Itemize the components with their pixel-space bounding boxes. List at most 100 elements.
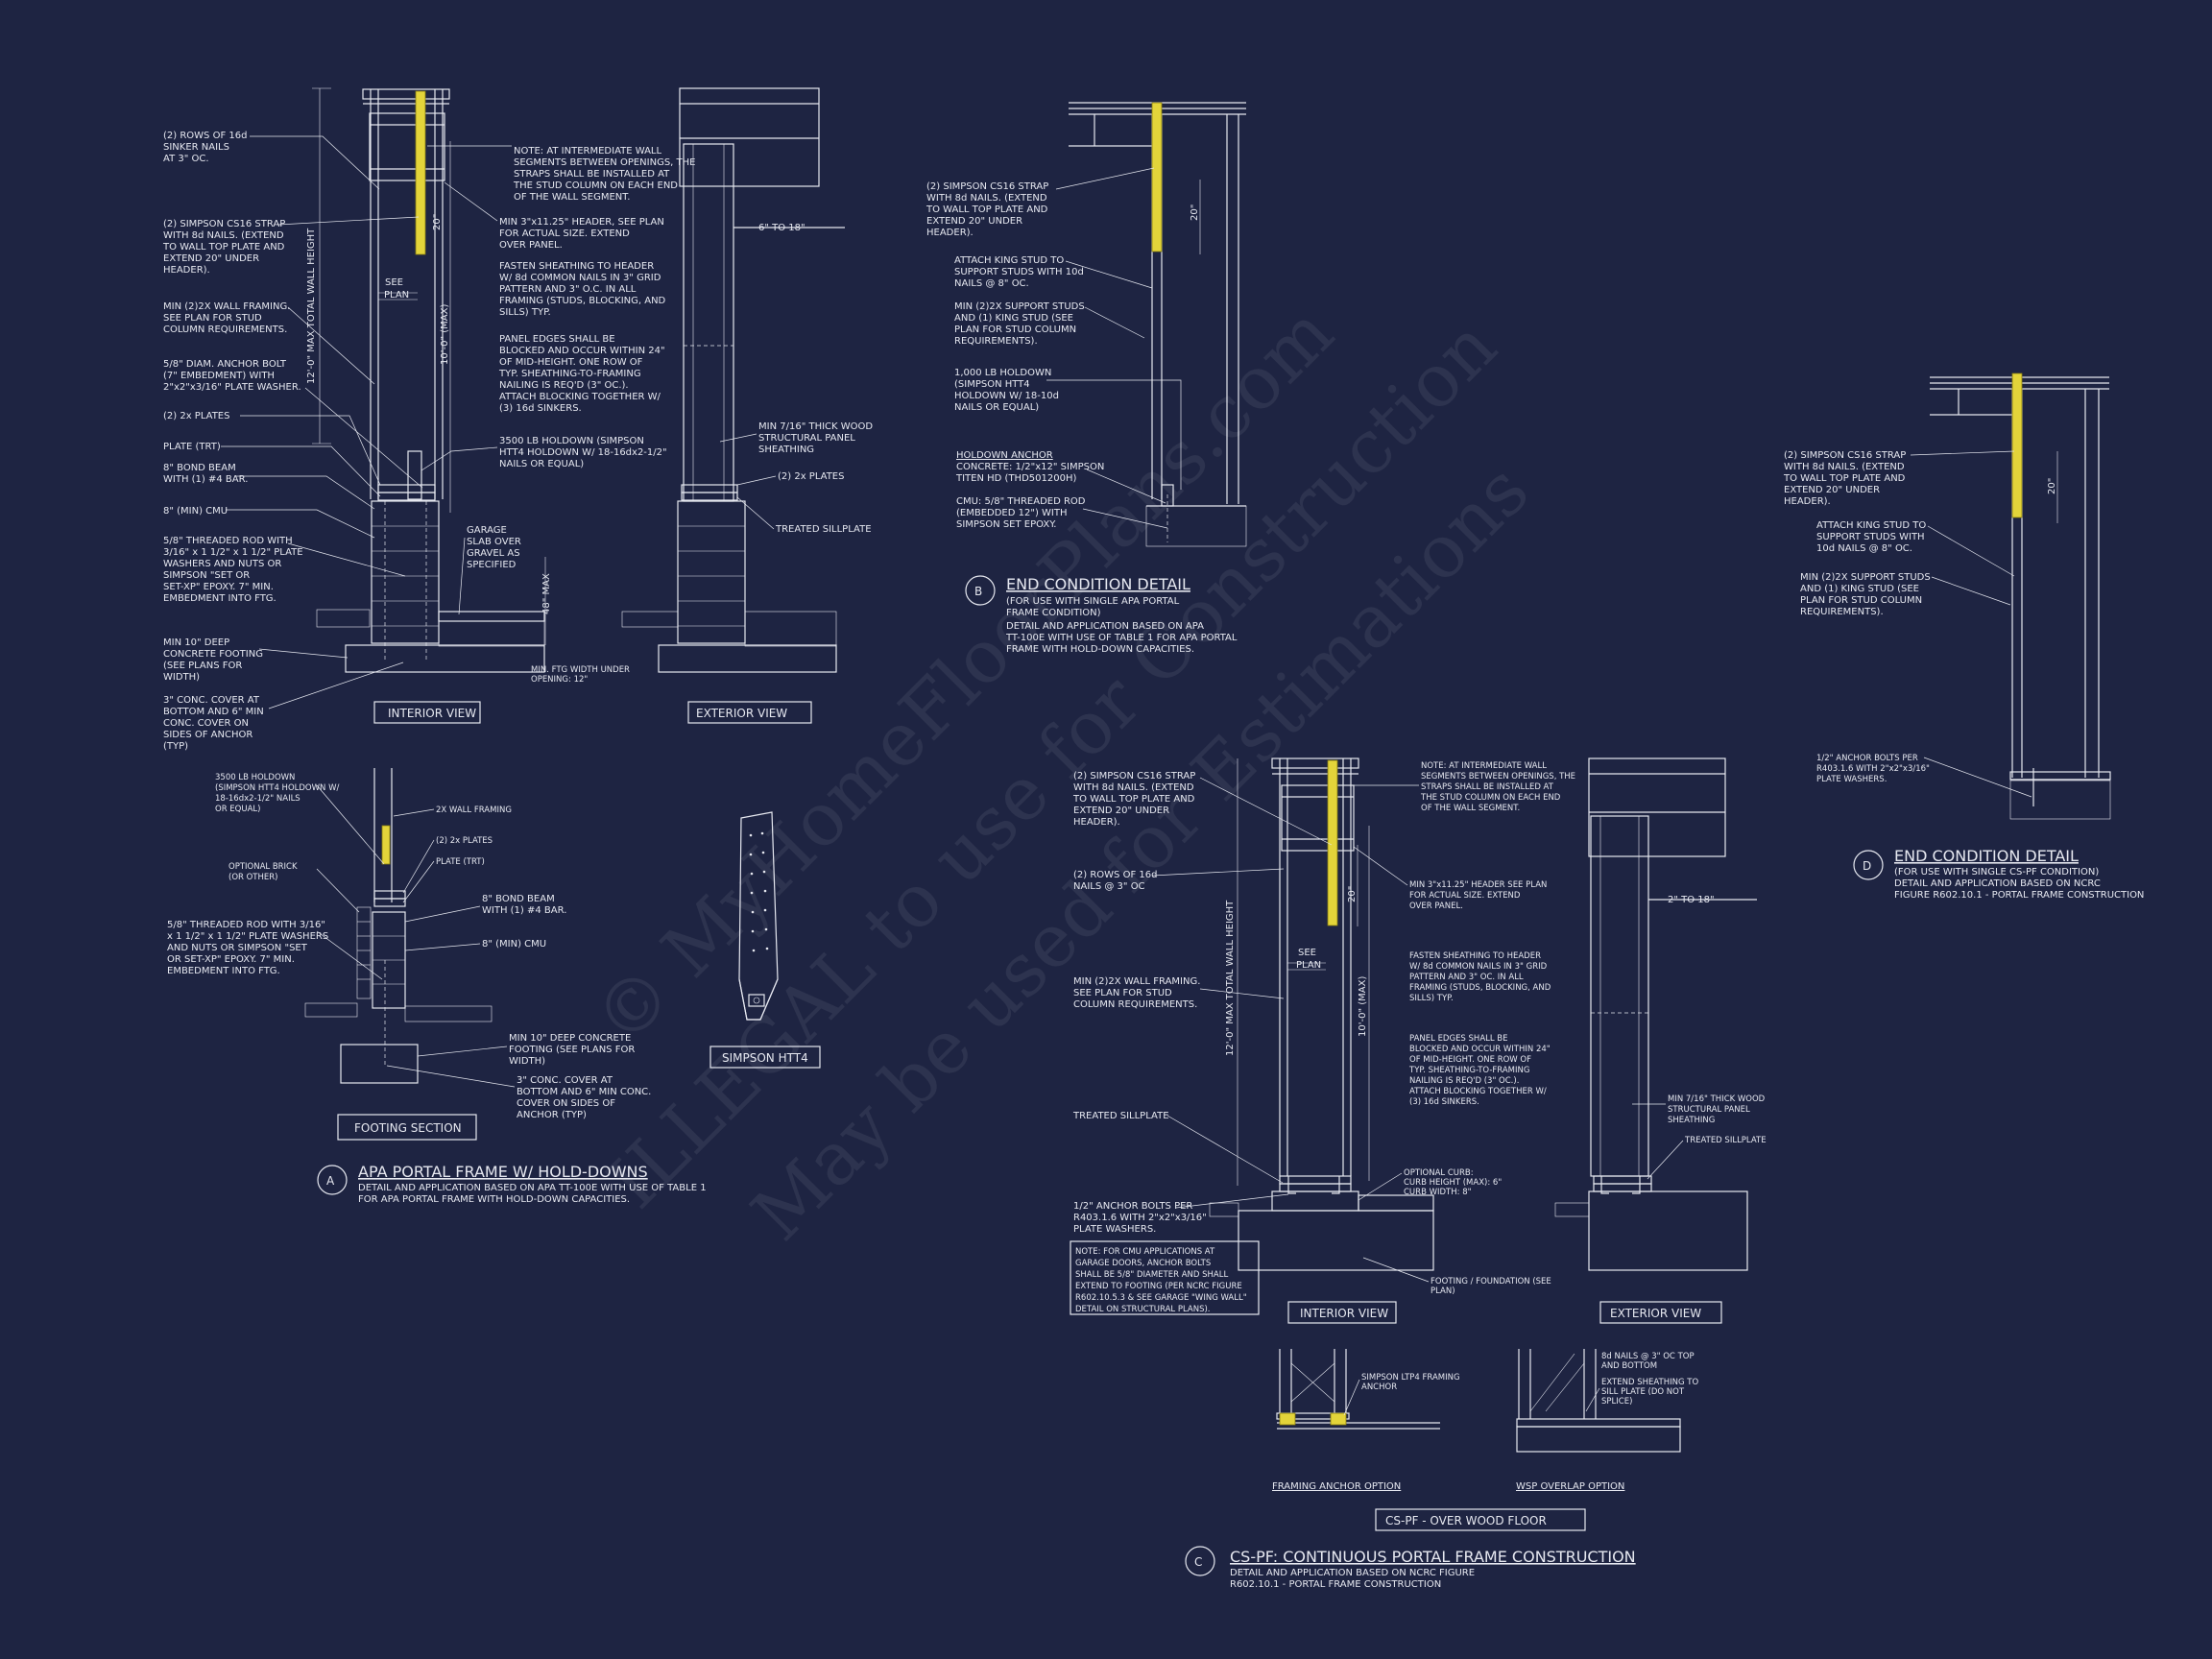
detail-c-exterior-view: 2" TO 18" EXTERIOR VIEW xyxy=(1554,757,1757,1324)
note-line: WITH 8d NAILS. (EXTEND xyxy=(163,230,284,241)
note-line: 1/2" ANCHOR BOLTS PER xyxy=(1073,1201,1192,1212)
detail-b-notes: (2) SIMPSON CS16 STRAP WITH 8d NAILS. (E… xyxy=(926,167,1182,530)
note-line: WITH 8d NAILS. (EXTEND xyxy=(1073,782,1194,793)
note-line: (7" EMBEDMENT) WITH xyxy=(163,371,275,381)
note-ltp4-anchor: SIMPSON LTP4 FRAMING ANCHOR xyxy=(1343,1373,1460,1416)
detail-a-exterior-notes: MIN 7/16" THICK WOOD STRUCTURAL PANEL SH… xyxy=(719,421,873,535)
note-line: R602.10.5.3 & SEE GARAGE "WING WALL" xyxy=(1075,1293,1247,1303)
note-line: (2) SIMPSON CS16 STRAP xyxy=(163,219,285,229)
note-line: (2) SIMPSON CS16 STRAP xyxy=(926,181,1048,192)
detail-a-dim-total: 12'-0" MAX TOTAL WALL HEIGHT xyxy=(306,228,317,384)
note-line: 8" (MIN) CMU xyxy=(482,939,546,950)
note-line: (SEE PLANS FOR xyxy=(163,661,242,671)
note-b-support-studs: MIN (2)2X SUPPORT STUDS AND (1) KING STU… xyxy=(954,301,1145,347)
note-b-king-stud: ATTACH KING STUD TO SUPPORT STUDS WITH 1… xyxy=(954,255,1153,289)
note-line: EMBEDMENT INTO FTG. xyxy=(163,593,276,604)
note-fs-threaded-rod: 5/8" THREADED ROD WITH 3/16" x 1 1/2" x … xyxy=(167,920,383,980)
note-line: ATTACH BLOCKING TOGETHER W/ xyxy=(1409,1087,1547,1096)
detail-b-title-block: B END CONDITION DETAIL (FOR USE WITH SIN… xyxy=(965,575,1238,655)
note-line: SPLICE) xyxy=(1601,1397,1632,1407)
detail-c-dim-20in: 20" xyxy=(1347,886,1358,902)
note-line: R403.1.6 WITH 2"x2"x3/16" xyxy=(1073,1213,1207,1223)
note-c-wall-framing: MIN (2)2X WALL FRAMING. SEE PLAN FOR STU… xyxy=(1073,976,1285,1010)
note-fs-2x-plates: (2) 2x PLATES xyxy=(402,836,493,894)
note-line: SIDES OF ANCHOR xyxy=(163,730,252,740)
detail-d-dim-20in: 20" xyxy=(2047,478,2057,494)
note-c-wood-sheathing: MIN 7/16" THICK WOOD STRUCTURAL PANEL SH… xyxy=(1632,1094,1766,1125)
note-line: TO WALL TOP PLATE AND xyxy=(1783,473,1906,484)
note-line: SILL PLATE (DO NOT xyxy=(1601,1387,1685,1397)
note-line: BOTTOM AND 6" MIN CONC. xyxy=(517,1087,651,1097)
note-line: NOTE: FOR CMU APPLICATIONS AT xyxy=(1075,1247,1215,1257)
note-line: 3" CONC. COVER AT xyxy=(517,1075,613,1086)
note-fs-2x-wall-framing: 2X WALL FRAMING xyxy=(393,805,512,817)
note-line: GARAGE xyxy=(467,525,507,536)
note-line: WASHERS AND NUTS OR xyxy=(163,559,281,569)
note-line: STRUCTURAL PANEL xyxy=(758,433,855,444)
note-line: AT 3" OC. xyxy=(163,154,209,164)
note-line: CONC. COVER ON xyxy=(163,718,249,729)
note-line: 1/2" ANCHOR BOLTS PER xyxy=(1816,754,1918,763)
note-line: ATTACH BLOCKING TOGETHER W/ xyxy=(499,392,661,402)
note-panel-edges: PANEL EDGES SHALL BE BLOCKED AND OCCUR W… xyxy=(498,334,665,414)
note-line: GARAGE DOORS, ANCHOR BOLTS xyxy=(1075,1259,1211,1268)
note-8d-nails: 8d NAILS @ 3" OC TOP AND BOTTOM xyxy=(1601,1352,1695,1371)
note-line: HEADER). xyxy=(163,265,210,276)
note-line: THE STUD COLUMN ON EACH END xyxy=(1420,793,1561,803)
note-line: x 1 1/2" x 1 1/2" PLATE WASHERS xyxy=(167,931,328,942)
note-c-intermediate-wall: NOTE: AT INTERMEDIATE WALL SEGMENTS BETW… xyxy=(1339,761,1575,813)
note-line: PLATE WASHERS. xyxy=(1816,775,1887,784)
detail-c-dim-10ft: 10'-0" (MAX) xyxy=(1358,976,1368,1037)
note-footing: MIN 10" DEEP CONCRETE FOOTING (SEE PLANS… xyxy=(163,637,349,683)
detail-c-cmu-note: NOTE: FOR CMU APPLICATIONS AT GARAGE DOO… xyxy=(1070,1240,1260,1315)
note-line: 5/8" THREADED ROD WITH 3/16" xyxy=(167,920,325,930)
note-line: MIN 10" DEEP CONCRETE xyxy=(509,1033,631,1044)
note-extend-sheathing: EXTEND SHEATHING TO SILL PLATE (DO NOT S… xyxy=(1585,1378,1698,1412)
note-line: ANCHOR (TYP) xyxy=(517,1110,587,1120)
note-line: TITEN HD (THD501200H) xyxy=(955,473,1076,484)
note-line: MIN 10" DEEP xyxy=(163,637,229,648)
note-line: EXTEND TO FOOTING (PER NCRC FIGURE xyxy=(1075,1282,1242,1291)
note-line: NOTE: AT INTERMEDIATE WALL xyxy=(1421,761,1547,771)
detail-c-interior-view-label: INTERIOR VIEW xyxy=(1300,1307,1388,1320)
note-line: HTT4 HOLDOWN W/ 18-16dx2-1/2" xyxy=(499,447,667,458)
note-min-ftg-width: MIN. FTG WIDTH UNDER OPENING: 12" xyxy=(509,665,630,685)
note-line: OPTIONAL BRICK xyxy=(228,862,298,872)
detail-a-dim-48in: 48" MAX xyxy=(541,573,552,614)
note-line: WITH 8d NAILS. (EXTEND xyxy=(1784,462,1905,472)
note-line: STRUCTURAL PANEL xyxy=(1668,1105,1750,1115)
detail-a-desc-1: DETAIL AND APPLICATION BASED ON APA TT-1… xyxy=(358,1183,707,1193)
detail-c-mid-notes: NOTE: AT INTERMEDIATE WALL SEGMENTS BETW… xyxy=(1339,761,1575,1296)
note-line: (2) SIMPSON CS16 STRAP xyxy=(1073,771,1195,781)
framing-anchor-option-label: FRAMING ANCHOR OPTION xyxy=(1272,1481,1401,1492)
note-line: CMU: 5/8" THREADED ROD xyxy=(956,496,1086,507)
note-c-fasten-sheathing: FASTEN SHEATHING TO HEADER W/ 8d COMMON … xyxy=(1409,951,1551,1003)
note-c-cs16-strap: (2) SIMPSON CS16 STRAP WITH 8d NAILS. (E… xyxy=(1072,771,1333,846)
note-line: FRAMING (STUDS, BLOCKING, AND xyxy=(1409,983,1551,993)
note-header: MIN 3"x11.25" HEADER, SEE PLAN FOR ACTUA… xyxy=(444,181,664,251)
note-line: FASTEN SHEATHING TO HEADER xyxy=(1409,951,1541,961)
detail-a-see-plan-2: PLAN xyxy=(384,290,409,301)
note-d-anchor-bolts: 1/2" ANCHOR BOLTS PER R403.1.6 WITH 2"x2… xyxy=(1816,754,2032,798)
note-line: NOTE: AT INTERMEDIATE WALL xyxy=(514,146,662,156)
detail-a-desc-2: FOR APA PORTAL FRAME WITH HOLD-DOWN CAPA… xyxy=(358,1194,630,1205)
detail-d-desc-3: FIGURE R602.10.1 - PORTAL FRAME CONSTRUC… xyxy=(1894,890,2144,901)
note-line: PLAN) xyxy=(1431,1286,1455,1296)
note-line: SHALL BE 5/8" DIAMETER AND SHALL xyxy=(1075,1270,1228,1280)
detail-b-marker: B xyxy=(974,585,982,598)
note-line: W/ 8d COMMON NAILS IN 3" GRID xyxy=(499,273,661,283)
note-line: COVER ON SIDES OF xyxy=(517,1098,615,1109)
note-line: SHEATHING xyxy=(758,445,814,455)
detail-d-desc-2: DETAIL AND APPLICATION BASED ON NCRC xyxy=(1894,878,2101,889)
note-line: TREATED SILLPLATE xyxy=(775,524,872,535)
note-line: (2) 2x PLATES xyxy=(778,471,844,482)
note-line: 5/8" THREADED ROD WITH xyxy=(163,536,293,546)
note-b-holdown-anchor: HOLDOWN ANCHOR CONCRETE: 1/2"x12" SIMPSO… xyxy=(955,450,1166,504)
note-line: EMBEDMENT INTO FTG. xyxy=(167,966,280,976)
note-line: FOR ACTUAL SIZE. EXTEND xyxy=(1409,891,1521,901)
note-line: NAILS OR EQUAL) xyxy=(499,459,584,469)
note-fs-conc-cover: 3" CONC. COVER AT BOTTOM AND 6" MIN CONC… xyxy=(386,1065,651,1120)
note-line: SHEATHING xyxy=(1668,1116,1715,1125)
note-line: NAILS @ 8" OC. xyxy=(954,278,1029,289)
note-line: HOLDOWN W/ 18-10d xyxy=(954,391,1059,401)
